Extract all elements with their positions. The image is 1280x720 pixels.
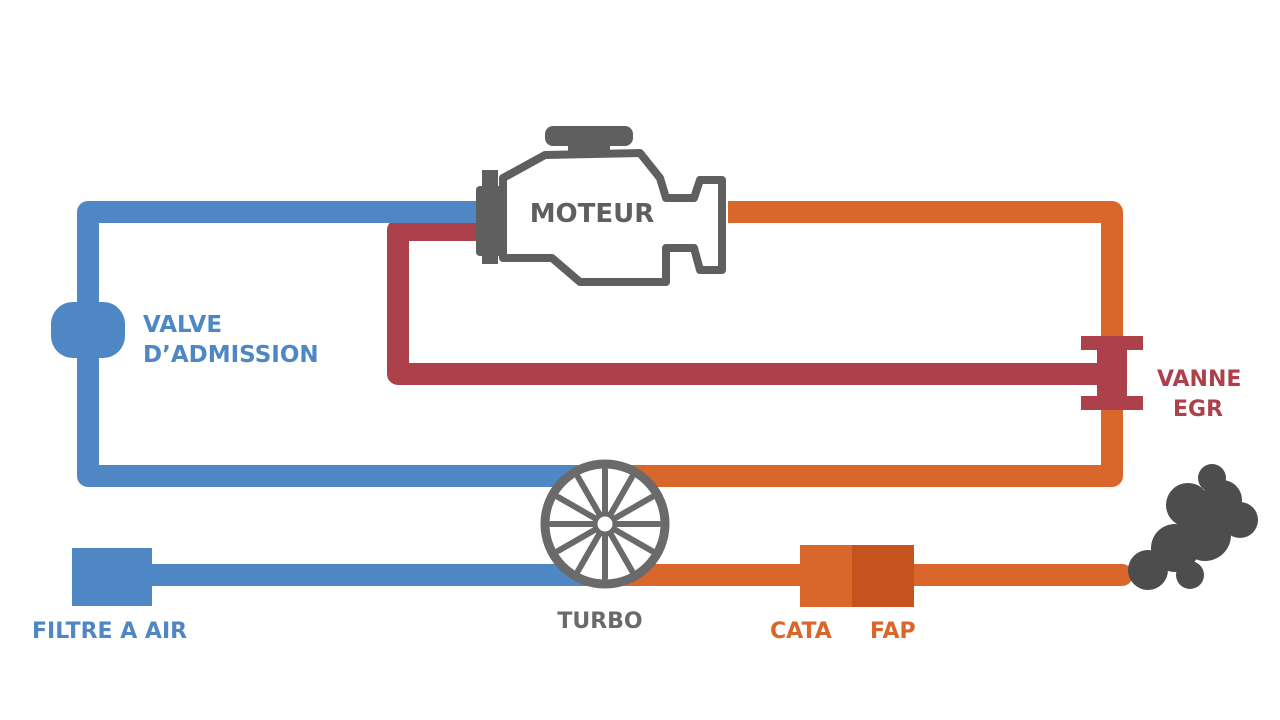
catalyst-label: CATA bbox=[770, 619, 832, 644]
egr-pipe bbox=[387, 219, 1100, 385]
intake-valve-label-line1: VALVE bbox=[143, 312, 222, 338]
catalyst-box bbox=[800, 545, 852, 607]
engine-icon bbox=[499, 149, 726, 286]
exhaust-smoke-icon bbox=[1128, 464, 1258, 590]
fap-box bbox=[852, 545, 914, 607]
intake-valve-label-line2: D’ADMISSION bbox=[143, 342, 319, 368]
egr-label-line2: EGR bbox=[1173, 397, 1223, 422]
air-filter-box bbox=[72, 548, 152, 606]
egr-valve bbox=[1081, 336, 1143, 410]
exhaust-pipe bbox=[604, 201, 1133, 586]
engine-top-cap bbox=[545, 126, 633, 154]
intake-valve bbox=[51, 302, 125, 358]
intake-pipe bbox=[77, 201, 605, 586]
turbo-wheel-icon bbox=[540, 459, 670, 589]
egr-label-line1: VANNE bbox=[1157, 367, 1241, 392]
turbo-label: TURBO bbox=[557, 609, 642, 634]
engine-label: MOTEUR bbox=[530, 199, 655, 229]
fap-label: FAP bbox=[870, 619, 916, 644]
air-filter-label: FILTRE A AIR bbox=[32, 619, 187, 644]
engine-left-flange bbox=[476, 170, 504, 264]
